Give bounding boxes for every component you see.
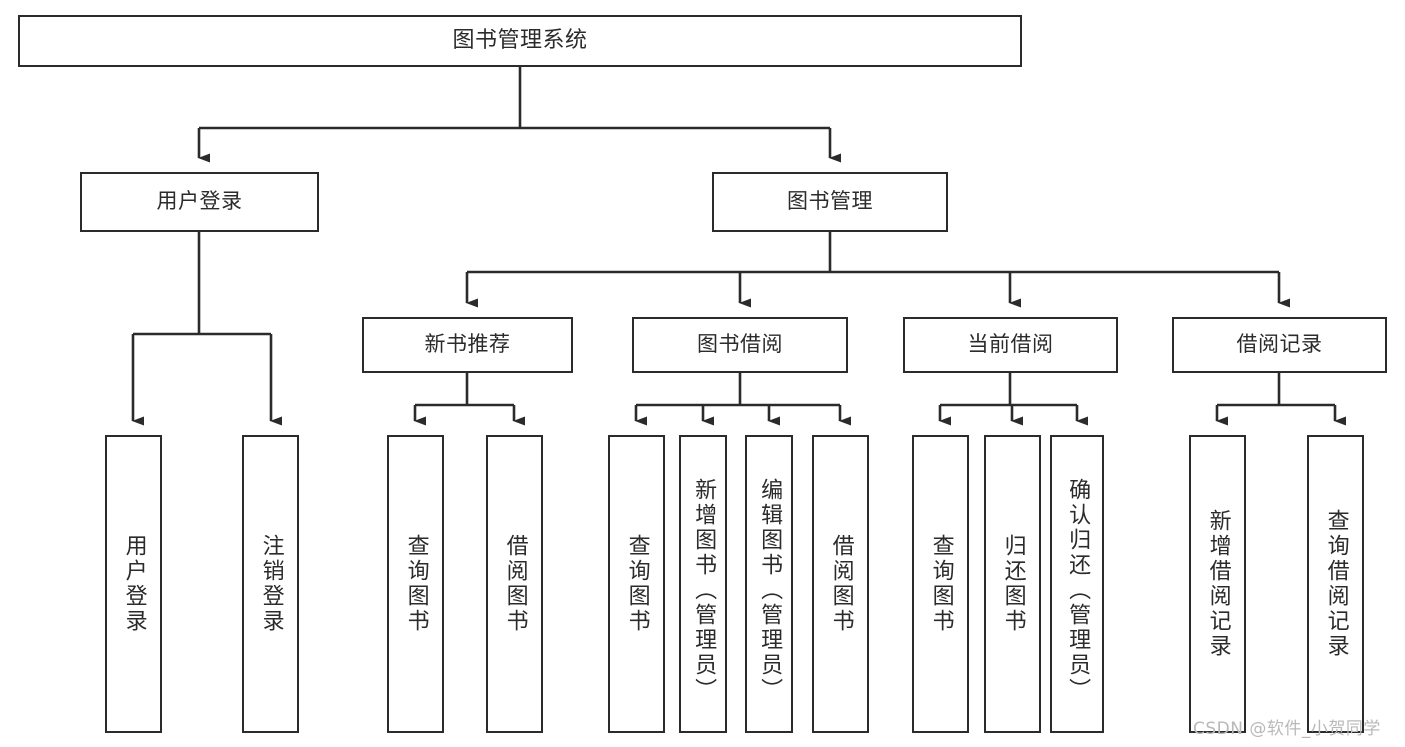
node-leaf-edit-book[interactable]: 编辑图书（管理员） [745,435,793,733]
node-leaf-return-book[interactable]: 归还图书 [984,435,1041,733]
node-leaf-borrow-book-1-label: 借阅图书 [502,534,528,634]
node-current-borrow-label: 当前借阅 [967,332,1054,357]
node-leaf-query-book-2-label: 查询图书 [624,534,650,634]
node-leaf-query-book-3[interactable]: 查询图书 [912,435,969,733]
node-leaf-confirm-return[interactable]: 确认归还（管理员） [1050,435,1104,733]
node-new-book-recommend-label: 新书推荐 [424,332,511,357]
node-leaf-add-book[interactable]: 新增图书（管理员） [679,435,727,733]
node-leaf-query-borrow-record-label: 查询借阅记录 [1323,509,1349,659]
node-leaf-query-book-1-label: 查询图书 [403,534,429,634]
node-current-borrow[interactable]: 当前借阅 [903,317,1118,373]
node-leaf-query-book-1[interactable]: 查询图书 [387,435,444,733]
node-user-login-label: 用户登录 [156,189,243,214]
node-leaf-query-borrow-record[interactable]: 查询借阅记录 [1307,435,1364,733]
node-new-book-recommend[interactable]: 新书推荐 [362,317,573,373]
node-user-login[interactable]: 用户登录 [80,172,319,232]
node-borrow-record-label: 借阅记录 [1236,332,1323,357]
node-book-borrow-label: 图书借阅 [697,332,783,357]
node-book-manage[interactable]: 图书管理 [712,172,948,232]
node-leaf-borrow-book-2[interactable]: 借阅图书 [812,435,869,733]
node-leaf-borrow-book-1[interactable]: 借阅图书 [486,435,543,733]
node-leaf-user-logout[interactable]: 注销登录 [242,435,299,733]
node-book-manage-label: 图书管理 [787,189,873,214]
node-leaf-query-book-3-label: 查询图书 [928,534,954,634]
node-root[interactable]: 图书管理系统 [18,15,1022,67]
node-book-borrow[interactable]: 图书借阅 [632,317,848,373]
node-leaf-edit-book-label: 编辑图书（管理员） [757,477,783,703]
node-root-label: 图书管理系统 [452,27,588,53]
node-leaf-add-borrow-record-label: 新增借阅记录 [1205,509,1231,659]
csdn-watermark: CSDN @软件_小贺同学 [1193,719,1381,739]
node-borrow-record[interactable]: 借阅记录 [1172,317,1387,373]
node-leaf-user-login[interactable]: 用户登录 [105,435,162,733]
node-leaf-query-book-2[interactable]: 查询图书 [608,435,665,733]
node-leaf-add-borrow-record[interactable]: 新增借阅记录 [1189,435,1246,733]
node-leaf-add-book-label: 新增图书（管理员） [691,477,717,703]
node-leaf-user-logout-label: 注销登录 [258,534,284,634]
node-leaf-return-book-label: 归还图书 [1000,534,1026,634]
node-leaf-confirm-return-label: 确认归还（管理员） [1065,477,1091,703]
node-leaf-user-login-label: 用户登录 [121,534,147,634]
node-leaf-borrow-book-2-label: 借阅图书 [828,534,854,634]
